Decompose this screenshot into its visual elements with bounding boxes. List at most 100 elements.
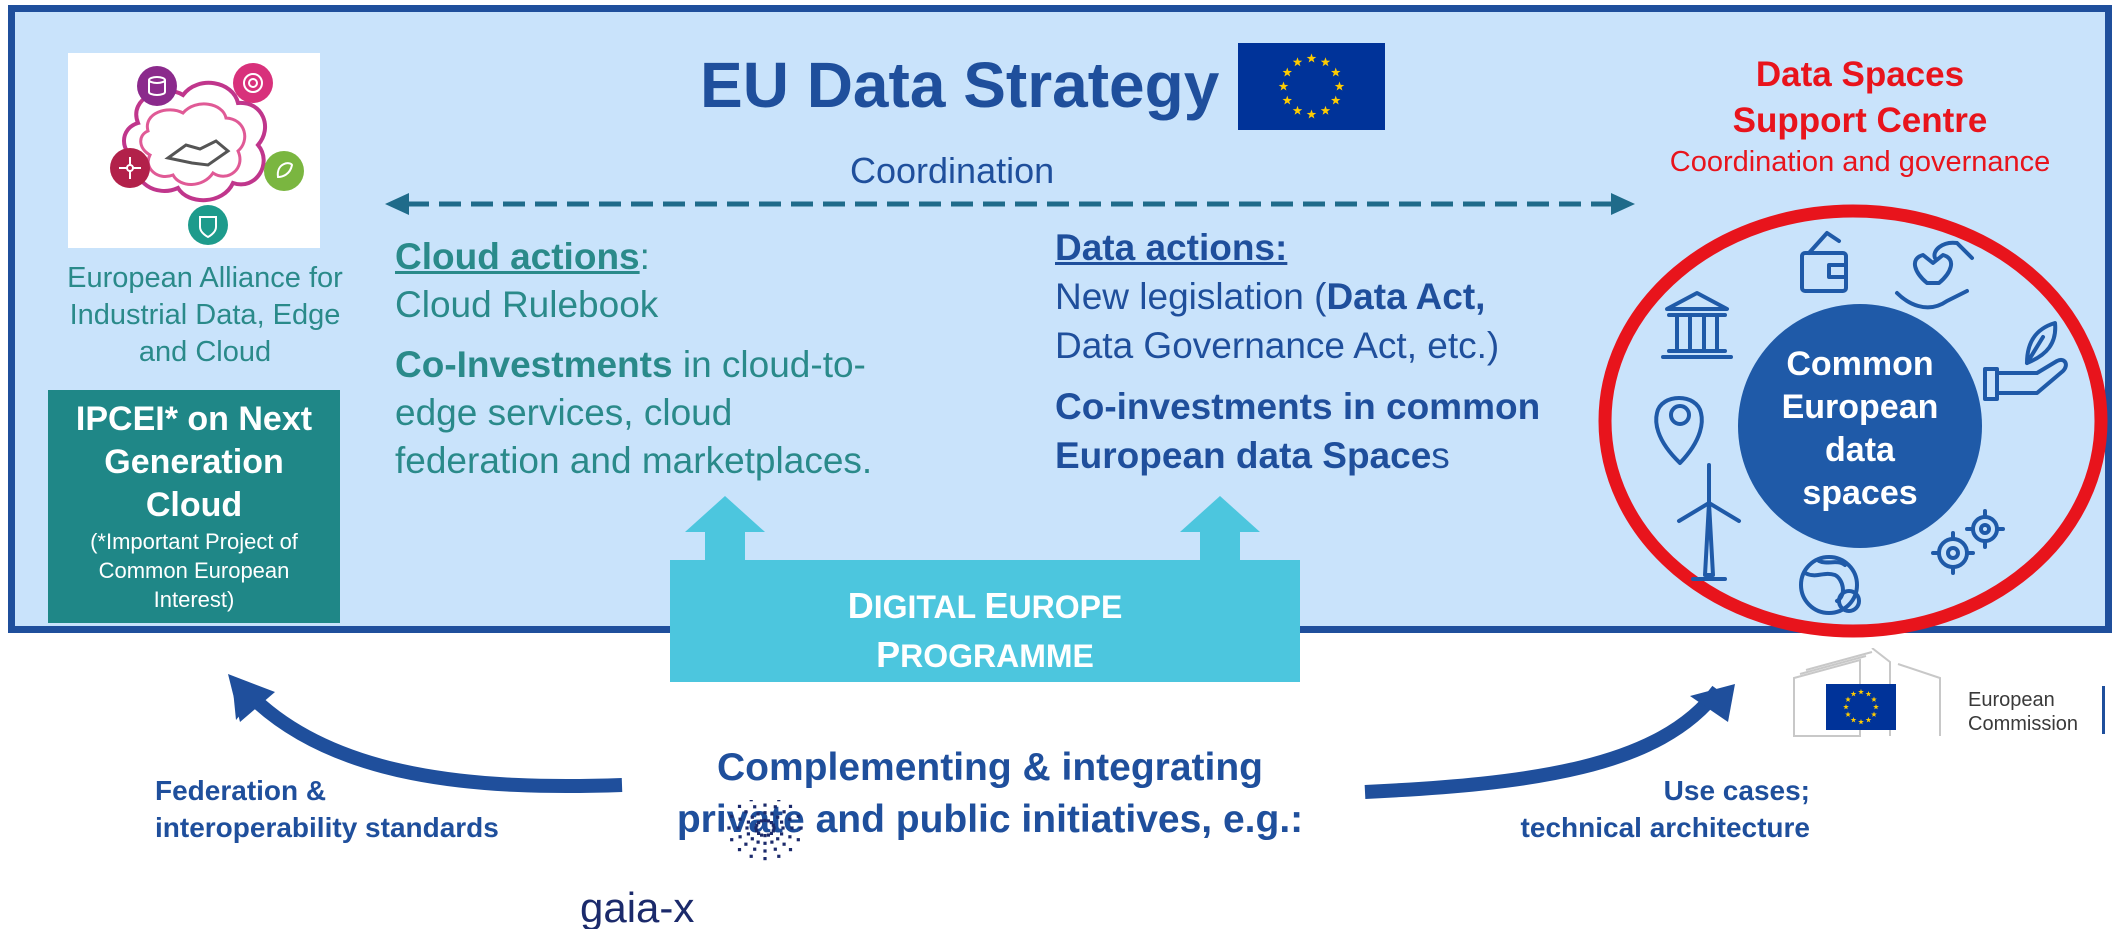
dep-letters: IGITAL (873, 589, 985, 625)
flag-star (1278, 81, 1289, 91)
federation-label: Federation & interoperability standards (155, 772, 499, 846)
gaia-dot (746, 820, 750, 824)
flag-star (1843, 704, 1849, 710)
ipcei-title-line: Generation (104, 443, 284, 481)
complementing-label: Complementing & integrating private and … (640, 742, 1340, 846)
flag-star (1306, 53, 1317, 63)
flag-star (1331, 95, 1341, 105)
gaia-dot (770, 812, 774, 816)
gaia-dot (763, 841, 767, 845)
gaia-dot (788, 835, 792, 839)
dep-letters: ROGRAMME (900, 638, 1094, 674)
gaia-dot (754, 826, 758, 830)
gaia-dot (749, 800, 753, 802)
european-commission-logo: European Commission (1793, 648, 2105, 737)
federation-label-line: interoperability standards (155, 812, 499, 843)
digital-europe-label: DIGITAL EUROPE PROGRAMME (670, 582, 1300, 680)
use-cases-label-line: technical architecture (1520, 812, 1810, 843)
gaia-dot (737, 848, 742, 852)
co-investments-lead: Co-Investments (395, 344, 673, 385)
gaia-dot (763, 818, 767, 822)
spaces-label-line: data (1825, 431, 1895, 469)
cloud-coinv-text: in cloud-to- (672, 344, 866, 385)
gaia-dot (745, 826, 749, 830)
gaia-dot (736, 826, 740, 830)
gaia-dot (746, 832, 750, 836)
alliance-logo (68, 53, 320, 248)
plant-hand-icon (1983, 321, 2068, 401)
gaia-dot (773, 805, 777, 809)
ipcei-title-line: IPCEI* on Next (75, 400, 313, 438)
flag-star (1865, 691, 1872, 697)
spaces-label-line: Common (1786, 345, 1934, 383)
flag-star (1845, 711, 1851, 717)
gaia-dot (738, 835, 742, 839)
gaia-dot (788, 848, 793, 852)
gaia-dot (781, 826, 785, 830)
gaia-dot (753, 805, 757, 809)
globe-icon (1799, 555, 1861, 615)
flag-star (1873, 704, 1879, 710)
ipcei-box: IPCEI* on Next Generation Cloud (*Import… (48, 390, 340, 623)
alliance-label: European Alliance for Industrial Data, E… (45, 260, 365, 371)
cloud-rulebook: Cloud Rulebook (395, 284, 659, 325)
gaia-dot (796, 814, 800, 818)
ec-logo-text: European (1968, 689, 2055, 711)
gaia-dot (776, 815, 780, 819)
flag-star (1331, 67, 1341, 77)
gaia-dot (790, 826, 794, 830)
gaia-dot (727, 826, 731, 830)
dssc-label: Data Spaces Support Centre Coordination … (1620, 52, 2100, 180)
page-title: EU Data Strategy (700, 49, 1220, 121)
gaia-dot (799, 826, 803, 830)
gaia-dot (777, 800, 781, 802)
gaia-dot (756, 840, 760, 844)
gaia-dot (744, 842, 748, 846)
gaia-dot (730, 814, 734, 818)
flag-star (1850, 717, 1857, 723)
complementing-line: Complementing & integrating (717, 746, 1263, 789)
gaia-dot (766, 819, 770, 823)
coordination-arrow (385, 193, 1635, 215)
coinv-spaces-bold: European data Space (1055, 435, 1432, 476)
alliance-label-line: Industrial Data, Edge (69, 299, 341, 331)
dep-letters: UROPE (1008, 589, 1123, 625)
gaia-dot (755, 823, 759, 827)
ipcei-note-line: Interest) (153, 587, 235, 612)
gaia-dot (763, 811, 767, 815)
cloud-coinv-text: edge services, cloud (395, 392, 733, 433)
gaia-dot (782, 810, 786, 814)
data-act-text: Data Act, (1326, 276, 1486, 317)
gaia-dot (788, 817, 792, 821)
legislation-text: Data Governance Act, etc.) (1055, 325, 1500, 366)
gaia-dot (769, 821, 773, 825)
gaia-dot (757, 821, 761, 825)
wind-turbine-icon (1677, 463, 1741, 581)
gaia-dot (788, 804, 793, 808)
ipcei-title-line: Cloud (145, 486, 243, 524)
flag-star (1282, 67, 1292, 77)
flag-star (1871, 696, 1877, 702)
spaces-label-line: spaces (1802, 474, 1918, 512)
legislation-text: New legislation ( (1055, 276, 1327, 317)
gaia-dot (760, 833, 764, 837)
bank-icon (1661, 291, 1733, 359)
cloud-actions-heading: Cloud actions (395, 236, 640, 277)
flag-star (1845, 696, 1851, 702)
location-pin-icon (1654, 396, 1704, 465)
flag-star (1292, 105, 1303, 115)
alliance-label-line: and Cloud (138, 336, 272, 368)
use-cases-label: Use cases; technical architecture (1475, 772, 1810, 846)
flag-star (1320, 57, 1331, 67)
gaia-dot (780, 832, 784, 836)
data-actions-block: Data actions: New legislation (Data Act,… (1055, 223, 1625, 480)
dssc-title-line: Support Centre (1732, 101, 1988, 140)
gaia-x-text: gaia-x (580, 884, 694, 929)
data-actions-heading: Data actions: (1055, 227, 1288, 268)
dssc-subtitle: Coordination and governance (1669, 146, 2051, 178)
dep-letter: P (876, 634, 901, 675)
gaia-dot (771, 829, 775, 833)
cloud-actions-colon: : (639, 236, 650, 277)
coordination-label: Coordination (850, 150, 1055, 191)
gaia-dot (763, 857, 767, 861)
